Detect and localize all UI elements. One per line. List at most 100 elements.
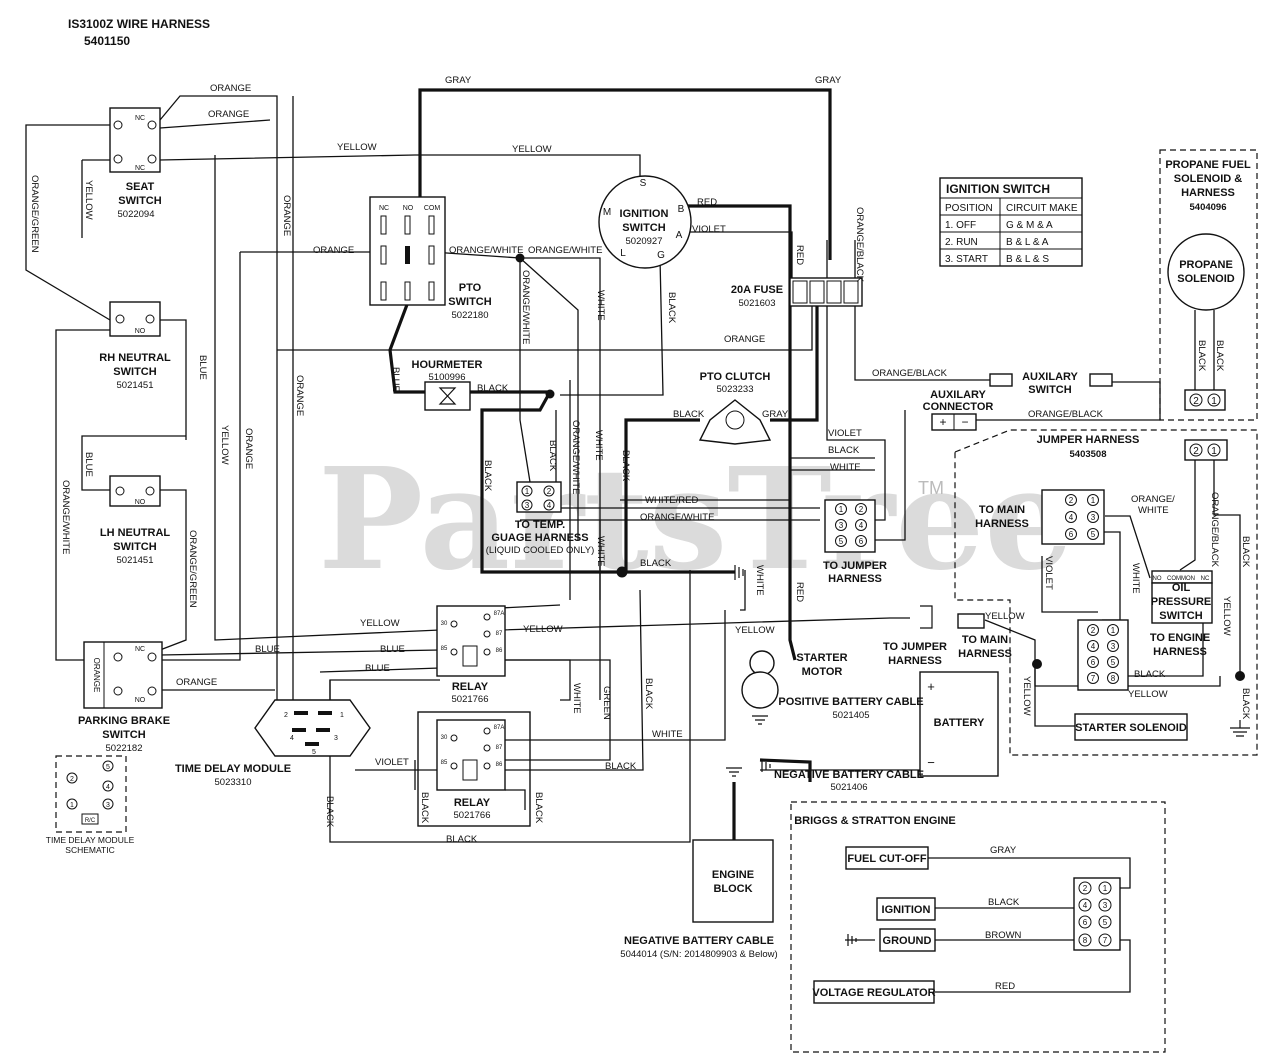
svg-text:6: 6	[1091, 658, 1096, 667]
svg-text:2: 2	[1193, 396, 1199, 407]
tdm-schematic: 2 5 4 1 3 R/C TIME DELAY MODULE SCHEMATI…	[46, 755, 135, 855]
watermark-tm: TM	[918, 478, 944, 498]
svg-text:2: 2	[1193, 446, 1199, 457]
svg-text:SWITCH: SWITCH	[1159, 610, 1202, 622]
svg-text:YELLOW: YELLOW	[512, 144, 552, 155]
propane-solenoid-harness: PROPANE FUEL SOLENOID & HARNESS 5404096 …	[1159, 149, 1258, 421]
svg-text:B: B	[678, 204, 685, 215]
svg-text:ORANGE: ORANGE	[176, 677, 217, 688]
svg-text:3: 3	[106, 802, 110, 809]
svg-text:NC: NC	[1201, 576, 1210, 582]
svg-text:3: 3	[1091, 513, 1096, 522]
svg-text:SWITCH: SWITCH	[1028, 384, 1071, 396]
svg-text:WHITE: WHITE	[652, 729, 683, 740]
svg-text:SWITCH: SWITCH	[622, 222, 665, 234]
svg-text:2: 2	[1091, 626, 1096, 635]
svg-text:2: 2	[1083, 884, 1088, 893]
svg-text:ORANGE/: ORANGE/	[1131, 494, 1175, 505]
svg-text:CIRCUIT MAKE: CIRCUIT MAKE	[1006, 203, 1078, 214]
svg-text:85: 85	[441, 760, 448, 766]
svg-text:B & L & A: B & L & A	[1006, 237, 1049, 248]
svg-text:VIOLET: VIOLET	[1043, 556, 1054, 590]
svg-text:G: G	[657, 250, 665, 261]
svg-text:YELLOW: YELLOW	[219, 425, 230, 465]
svg-text:87A: 87A	[494, 611, 505, 617]
briggs-stratton-engine: BRIGGS & STRATTON ENGINE FUEL CUT-OFF IG…	[790, 801, 1166, 1053]
svg-text:ORANGE/GREEN: ORANGE/GREEN	[187, 530, 198, 608]
svg-text:SOLENOID: SOLENOID	[1177, 273, 1235, 285]
svg-text:JUMPER HARNESS: JUMPER HARNESS	[1037, 434, 1140, 446]
svg-text:TO MAIN: TO MAIN	[962, 634, 1008, 646]
svg-text:GRAY: GRAY	[445, 75, 472, 86]
svg-text:RH NEUTRAL: RH NEUTRAL	[99, 352, 171, 364]
svg-text:OIL: OIL	[1172, 582, 1191, 594]
svg-text:HOURMETER: HOURMETER	[412, 359, 483, 371]
svg-text:YELLOW: YELLOW	[523, 624, 563, 635]
svg-text:BLUE: BLUE	[365, 663, 390, 674]
svg-text:2: 2	[547, 487, 552, 496]
svg-text:NO: NO	[403, 205, 414, 212]
svg-text:87: 87	[496, 745, 503, 751]
svg-text:PRESSURE: PRESSURE	[1151, 596, 1212, 608]
svg-text:6: 6	[1069, 530, 1074, 539]
svg-text:IGNITION: IGNITION	[620, 208, 669, 220]
svg-text:YELLOW: YELLOW	[985, 611, 1025, 622]
svg-text:BLACK: BLACK	[324, 796, 335, 828]
svg-text:NC: NC	[135, 115, 145, 122]
svg-text:SWITCH: SWITCH	[113, 541, 156, 553]
svg-text:LH NEUTRAL: LH NEUTRAL	[100, 527, 171, 539]
lh-neutral-switch: NO LH NEUTRAL SWITCH 5021451	[100, 475, 171, 566]
svg-text:5023310: 5023310	[215, 777, 252, 788]
svg-text:WHITE: WHITE	[593, 430, 604, 461]
thin-wires	[25, 95, 1241, 993]
svg-text:GREEN: GREEN	[601, 686, 612, 720]
svg-text:YELLOW: YELLOW	[360, 618, 400, 629]
svg-text:ORANGE/WHITE: ORANGE/WHITE	[528, 245, 602, 256]
svg-text:SEAT: SEAT	[126, 181, 155, 193]
svg-text:30: 30	[441, 621, 448, 627]
ignition-switch: S M B A L G IGNITION SWITCH 5020927	[598, 175, 692, 269]
svg-text:WHITE: WHITE	[830, 462, 861, 473]
svg-text:2. RUN: 2. RUN	[945, 237, 978, 248]
svg-text:WHITE: WHITE	[595, 536, 606, 567]
svg-text:1: 1	[1211, 396, 1217, 407]
svg-text:YELLOW: YELLOW	[1128, 689, 1168, 700]
svg-text:5: 5	[839, 537, 844, 546]
svg-text:ORANGE/BLACK: ORANGE/BLACK	[1209, 492, 1220, 568]
svg-text:3: 3	[334, 735, 338, 742]
svg-text:4: 4	[1083, 901, 1088, 910]
svg-text:ORANGE/GREEN: ORANGE/GREEN	[29, 175, 40, 253]
pto-switch: NC NO COM PTO SWITCH 5022180	[369, 196, 492, 321]
svg-text:BATTERY: BATTERY	[934, 717, 985, 729]
svg-text:GROUND: GROUND	[883, 935, 932, 947]
svg-text:1: 1	[1211, 446, 1217, 457]
svg-text:5022180: 5022180	[452, 310, 489, 321]
junction-dots	[515, 253, 1245, 681]
svg-text:8: 8	[1083, 936, 1088, 945]
to-jumper-tab: TO JUMPER HARNESS	[883, 605, 947, 667]
svg-text:PTO: PTO	[459, 282, 482, 294]
svg-text:3: 3	[839, 521, 844, 530]
svg-text:ORANGE: ORANGE	[724, 334, 765, 345]
svg-text:NO: NO	[1153, 576, 1162, 582]
svg-text:IGNITION SWITCH: IGNITION SWITCH	[946, 182, 1050, 196]
svg-text:5020927: 5020927	[626, 236, 663, 247]
svg-text:PROPANE FUEL: PROPANE FUEL	[1165, 159, 1251, 171]
svg-text:ENGINE: ENGINE	[712, 869, 754, 881]
svg-text:MOTOR: MOTOR	[802, 666, 843, 678]
svg-text:SWITCH: SWITCH	[102, 729, 145, 741]
svg-text:3: 3	[1111, 642, 1116, 651]
svg-text:NC: NC	[135, 646, 145, 653]
svg-text:5: 5	[1103, 918, 1108, 927]
svg-text:BLUE: BLUE	[390, 367, 401, 392]
harness-title: IS3100Z WIRE HARNESS	[68, 17, 210, 31]
svg-text:L: L	[620, 248, 626, 259]
svg-text:WHITE: WHITE	[1130, 563, 1141, 594]
svg-text:HARNESS: HARNESS	[828, 573, 882, 585]
svg-text:YELLOW: YELLOW	[83, 180, 94, 220]
svg-text:PARKING BRAKE: PARKING BRAKE	[78, 715, 170, 727]
svg-text:TIME DELAY MODULE: TIME DELAY MODULE	[46, 835, 135, 845]
svg-text:BLACK: BLACK	[1196, 340, 1207, 372]
svg-text:5021603: 5021603	[739, 298, 776, 309]
